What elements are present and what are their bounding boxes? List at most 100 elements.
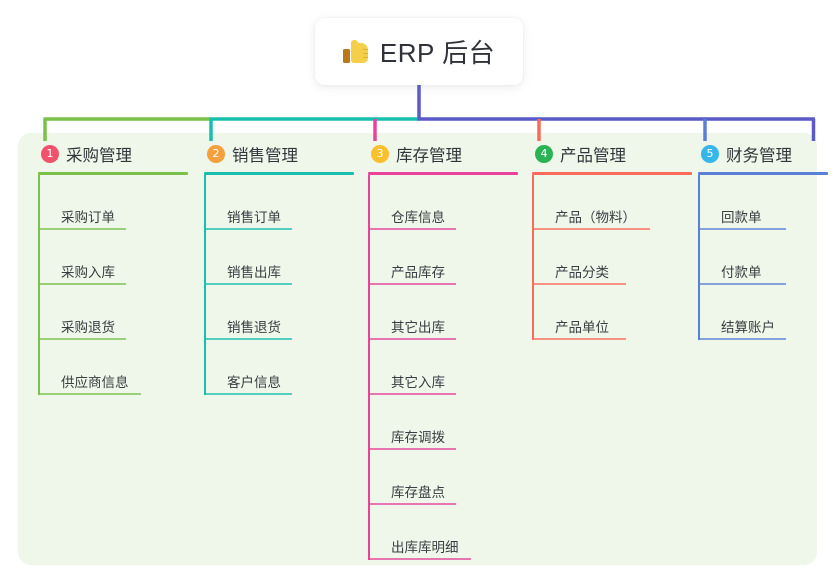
leaf-item[interactable]: 库存调拨 xyxy=(368,395,518,450)
column-header-5[interactable]: 5 财务管理 xyxy=(698,141,828,167)
leaf-item-label: 回款单 xyxy=(721,210,762,225)
leaf-item-label: 产品（物料） xyxy=(555,210,636,225)
leaf-item[interactable]: 其它入库 xyxy=(368,340,518,395)
leaf-item-label: 仓库信息 xyxy=(391,210,445,225)
leaf-item[interactable]: 采购退货 xyxy=(38,285,188,340)
leaf-item-label: 库存调拨 xyxy=(391,430,445,445)
leaf-item[interactable]: 采购订单 xyxy=(38,175,188,230)
leaf-item-label: 销售出库 xyxy=(227,265,281,280)
column-title: 产品管理 xyxy=(560,147,626,165)
leaf-item-label: 出库库明细 xyxy=(391,540,459,555)
leaf-item[interactable]: 销售订单 xyxy=(204,175,354,230)
column-items: 回款单付款单结算账户 xyxy=(698,175,828,340)
leaf-item-underline xyxy=(368,283,456,285)
column-items: 仓库信息产品库存其它出库其它入库库存调拨库存盘点出库库明细 xyxy=(368,175,518,560)
leaf-item-underline xyxy=(368,338,456,340)
leaf-item-underline xyxy=(698,228,786,230)
leaf-item[interactable]: 出库库明细 xyxy=(368,505,518,560)
column-title: 销售管理 xyxy=(232,147,298,165)
column-header-underline xyxy=(532,172,692,175)
leaf-item-label: 销售订单 xyxy=(227,210,281,225)
leaf-item[interactable]: 采购入库 xyxy=(38,230,188,285)
leaf-item-label: 采购订单 xyxy=(61,210,115,225)
leaf-item-label: 产品库存 xyxy=(391,265,445,280)
column-spine xyxy=(532,175,534,340)
leaf-item-underline xyxy=(38,283,126,285)
column-spine xyxy=(698,175,700,340)
leaf-item-underline xyxy=(204,338,292,340)
leaf-item[interactable]: 客户信息 xyxy=(204,340,354,395)
leaf-item-label: 客户信息 xyxy=(227,375,281,390)
column-spine xyxy=(38,175,40,395)
column-number-badge: 4 xyxy=(535,145,553,163)
column-header-underline xyxy=(368,172,518,175)
leaf-item-underline xyxy=(532,283,626,285)
leaf-item-underline xyxy=(204,228,292,230)
column-items: 产品（物料） 产品分类产品单位 xyxy=(532,175,692,340)
column-number-badge: 3 xyxy=(371,145,389,163)
leaf-item[interactable]: 销售退货 xyxy=(204,285,354,340)
leaf-item-underline xyxy=(698,338,786,340)
leaf-item[interactable]: 产品分类 xyxy=(532,230,692,285)
column-4: 4 产品管理产品（物料） 产品分类产品单位 xyxy=(532,141,692,340)
leaf-item-underline xyxy=(38,228,126,230)
column-1: 1 采购管理采购订单采购入库采购退货供应商信息 xyxy=(38,141,188,395)
leaf-item[interactable]: 产品（物料） xyxy=(532,175,692,230)
column-header-underline xyxy=(38,172,188,175)
leaf-item[interactable]: 产品单位 xyxy=(532,285,692,340)
leaf-item-label: 其它出库 xyxy=(391,320,445,335)
column-header-3[interactable]: 3 库存管理 xyxy=(368,141,518,167)
leaf-item-label: 产品分类 xyxy=(555,265,609,280)
leaf-item-underline xyxy=(532,338,626,340)
column-header-underline xyxy=(698,172,828,175)
leaf-item-underline xyxy=(698,283,786,285)
leaf-item-label: 采购入库 xyxy=(61,265,115,280)
column-title: 库存管理 xyxy=(396,147,462,165)
leaf-item-label: 付款单 xyxy=(721,265,762,280)
leaf-item[interactable]: 销售出库 xyxy=(204,230,354,285)
leaf-item-underline xyxy=(204,283,292,285)
leaf-item-underline xyxy=(368,448,456,450)
leaf-item-underline xyxy=(368,393,456,395)
root-node-title: ERP 后台 xyxy=(379,38,496,68)
column-title: 采购管理 xyxy=(66,147,132,165)
leaf-item-label: 销售退货 xyxy=(227,320,281,335)
leaf-item[interactable]: 产品库存 xyxy=(368,230,518,285)
column-header-4[interactable]: 4 产品管理 xyxy=(532,141,692,167)
column-number-badge: 1 xyxy=(41,145,59,163)
leaf-item[interactable]: 其它出库 xyxy=(368,285,518,340)
diagram-background-panel xyxy=(18,133,817,565)
column-2: 2 销售管理销售订单销售出库销售退货客户信息 xyxy=(204,141,354,395)
column-number-badge: 2 xyxy=(207,145,225,163)
leaf-item-label: 产品单位 xyxy=(555,320,609,335)
column-number-badge: 5 xyxy=(701,145,719,163)
leaf-item[interactable]: 仓库信息 xyxy=(368,175,518,230)
leaf-item-underline xyxy=(532,228,650,230)
leaf-item[interactable]: 库存盘点 xyxy=(368,450,518,505)
leaf-item-label: 供应商信息 xyxy=(61,375,129,390)
root-node-card[interactable]: ERP 后台 xyxy=(315,18,523,85)
column-spine xyxy=(204,175,206,395)
leaf-item[interactable]: 供应商信息 xyxy=(38,340,188,395)
leaf-item-underline xyxy=(368,503,456,505)
column-header-2[interactable]: 2 销售管理 xyxy=(204,141,354,167)
leaf-item-label: 采购退货 xyxy=(61,320,115,335)
leaf-item-label: 结算账户 xyxy=(721,320,775,335)
leaf-item-underline xyxy=(38,338,126,340)
column-title: 财务管理 xyxy=(726,147,792,165)
column-items: 销售订单销售出库销售退货客户信息 xyxy=(204,175,354,395)
column-3: 3 库存管理仓库信息产品库存其它出库其它入库库存调拨库存盘点出库库明细 xyxy=(368,141,518,560)
leaf-item-underline xyxy=(204,393,292,395)
leaf-item-label: 其它入库 xyxy=(391,375,445,390)
column-spine xyxy=(368,175,370,560)
leaf-item[interactable]: 结算账户 xyxy=(698,285,828,340)
column-header-1[interactable]: 1 采购管理 xyxy=(38,141,188,167)
leaf-item[interactable]: 回款单 xyxy=(698,175,828,230)
column-items: 采购订单采购入库采购退货供应商信息 xyxy=(38,175,188,395)
leaf-item-underline xyxy=(38,393,141,395)
leaf-item-underline xyxy=(368,558,471,560)
thumbs-up-icon xyxy=(342,39,369,64)
column-header-underline xyxy=(204,172,354,175)
leaf-item-label: 库存盘点 xyxy=(391,485,445,500)
leaf-item[interactable]: 付款单 xyxy=(698,230,828,285)
